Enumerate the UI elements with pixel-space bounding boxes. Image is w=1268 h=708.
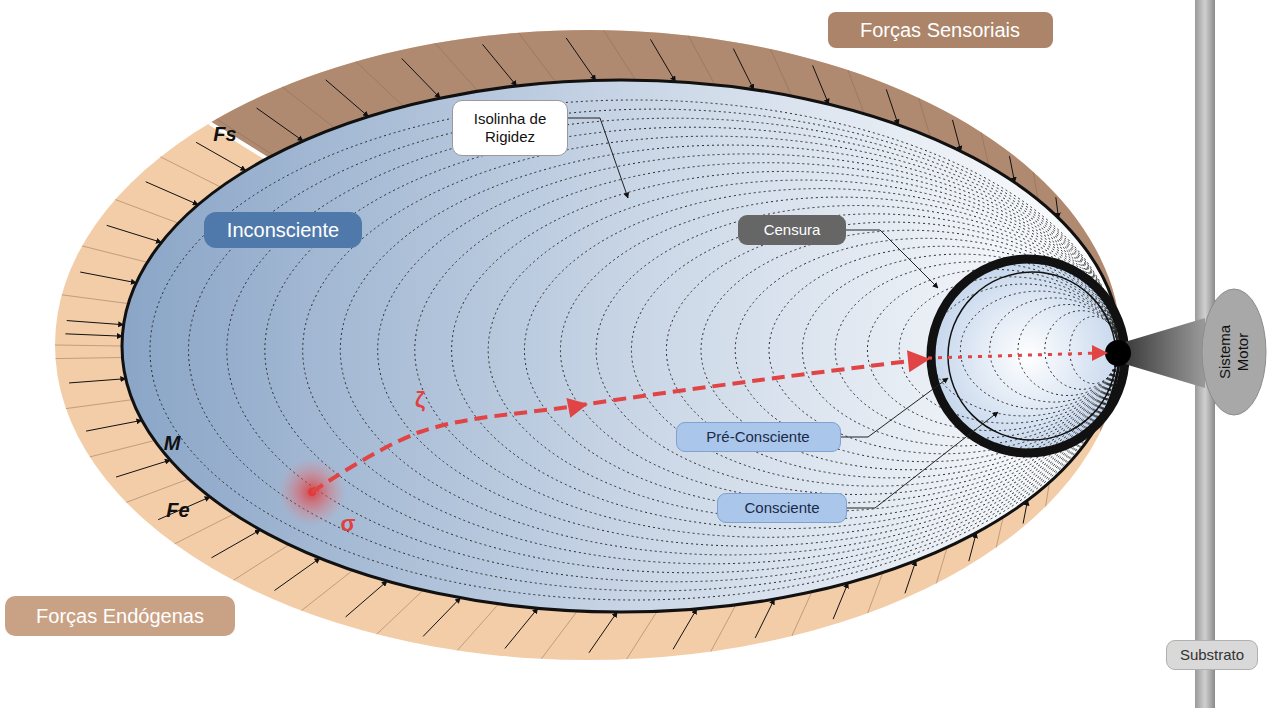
leader-line	[565, 118, 628, 198]
trajectory-symbol: ζ	[415, 389, 425, 411]
arrow-head	[566, 398, 588, 418]
arrow-head	[1092, 345, 1108, 361]
force-symbol: Fe	[166, 500, 189, 520]
node-text: Sistema Motor	[1216, 319, 1252, 385]
origin-symbol: σ	[340, 513, 355, 535]
censorship-label: Censura	[738, 215, 846, 245]
conscious-label: Consciente	[717, 493, 847, 523]
force-symbol: Fs	[213, 124, 236, 144]
motor-dot	[1105, 340, 1131, 366]
drive-path	[928, 353, 1100, 358]
sensory-label: Forças Sensoriais	[828, 12, 1053, 48]
membrane-symbol: M	[164, 433, 181, 453]
drive-path	[312, 360, 918, 492]
node-text: Inconsciente	[227, 218, 339, 242]
substrate-label: Substrato	[1166, 640, 1258, 670]
arrow-head	[907, 350, 930, 372]
node-text: Forças Sensoriais	[860, 18, 1020, 42]
motor-system: Sistema Motor	[1201, 288, 1267, 416]
node-text: Censura	[764, 221, 821, 239]
motor-link	[1118, 318, 1205, 388]
membrane	[122, 80, 1120, 612]
node-text: Substrato	[1180, 646, 1244, 664]
band-gap	[210, 123, 267, 159]
rigidity-isolines	[150, 100, 1118, 600]
node-text: Consciente	[744, 499, 819, 517]
preconscious-ring	[948, 272, 1116, 440]
leader-line	[840, 378, 948, 437]
node-text: Isolinha de Rigidez	[462, 110, 558, 146]
preconscious-label: Pré-Consciente	[676, 422, 841, 452]
node-text: Pré-Consciente	[706, 428, 809, 446]
endogenous-label: Forças Endógenas	[5, 596, 235, 636]
leader-line	[847, 412, 998, 508]
unconscious-label: Inconsciente	[204, 212, 362, 248]
leader-line	[846, 230, 938, 288]
node-text: Forças Endógenas	[36, 604, 204, 628]
isoline-label: Isolinha de Rigidez	[452, 100, 568, 156]
